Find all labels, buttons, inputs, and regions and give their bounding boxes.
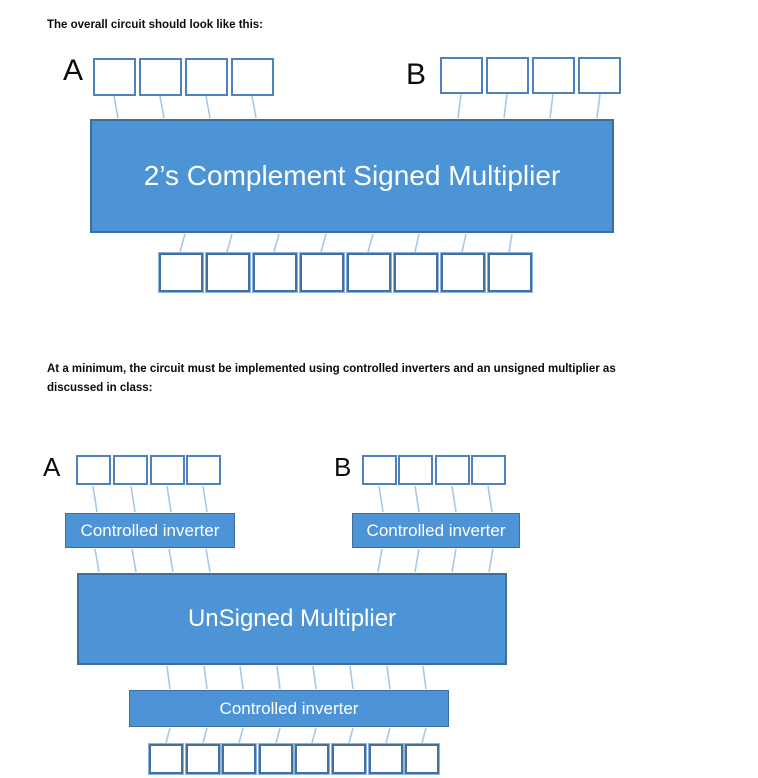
- diagram1-operand-a-label: A: [63, 54, 84, 87]
- bit-box: [486, 57, 529, 94]
- bit-box: [112, 455, 148, 485]
- diagram1-operand-b-label: B: [406, 58, 427, 91]
- bit-box: [139, 58, 182, 96]
- bit-box: [347, 253, 391, 292]
- intro-text-1: The overall circuit should look like thi…: [47, 19, 263, 31]
- bit-box: [253, 253, 297, 292]
- bit-box: [578, 57, 621, 94]
- bit-box: [258, 744, 293, 774]
- bit-box: [434, 455, 470, 485]
- bit-box: [488, 253, 532, 292]
- intro-text-2: At a minimum, the circuit must be implem…: [47, 360, 616, 398]
- bit-box: [394, 253, 438, 292]
- diagram2-output-inverter-label: Controlled inverter: [219, 698, 359, 718]
- diagram1-signed-multiplier-block: 2’s Complement Signed Multiplier: [90, 119, 614, 233]
- diagram2-unsigned-multiplier-block: UnSigned Multiplier: [77, 573, 507, 665]
- bit-box: [300, 253, 344, 292]
- diagram1-signed-multiplier-label: 2’s Complement Signed Multiplier: [143, 160, 561, 191]
- diagram2-operand-a-label: A: [43, 452, 61, 482]
- bit-box: [332, 744, 366, 774]
- bit-box: [159, 253, 203, 292]
- diagram2-inverter-a-label: Controlled inverter: [80, 520, 220, 540]
- bit-box: [441, 253, 485, 292]
- bit-box: [185, 744, 220, 774]
- bit-box: [186, 455, 222, 485]
- bit-box: [440, 57, 483, 94]
- bit-box: [362, 455, 397, 485]
- bit-box: [149, 455, 185, 485]
- bit-box: [185, 58, 228, 96]
- bit-box: [222, 744, 257, 774]
- bit-box: [471, 455, 507, 485]
- diagram2-unsigned-multiplier-label: UnSigned Multiplier: [187, 605, 397, 632]
- bit-box: [206, 253, 250, 292]
- intro-text-2-line2: discussed in class:: [47, 382, 153, 394]
- bit-box: [405, 744, 440, 774]
- bit-box: [149, 744, 183, 774]
- bit-box: [93, 58, 136, 96]
- bit-box: [295, 744, 330, 774]
- diagram2-inverter-b-block: Controlled inverter: [352, 513, 520, 548]
- diagram2-inverter-a-block: Controlled inverter: [65, 513, 235, 548]
- bit-box: [532, 57, 575, 94]
- bit-box: [398, 455, 434, 485]
- diagram2-inverter-b-label: Controlled inverter: [366, 520, 506, 540]
- intro-text-2-line1: At a minimum, the circuit must be implem…: [47, 363, 616, 375]
- diagram2-output-inverter-block: Controlled inverter: [129, 690, 449, 727]
- diagram2-operand-b-label: B: [334, 452, 352, 482]
- bit-box: [368, 744, 403, 774]
- bit-box: [231, 58, 274, 96]
- bit-box: [76, 455, 111, 485]
